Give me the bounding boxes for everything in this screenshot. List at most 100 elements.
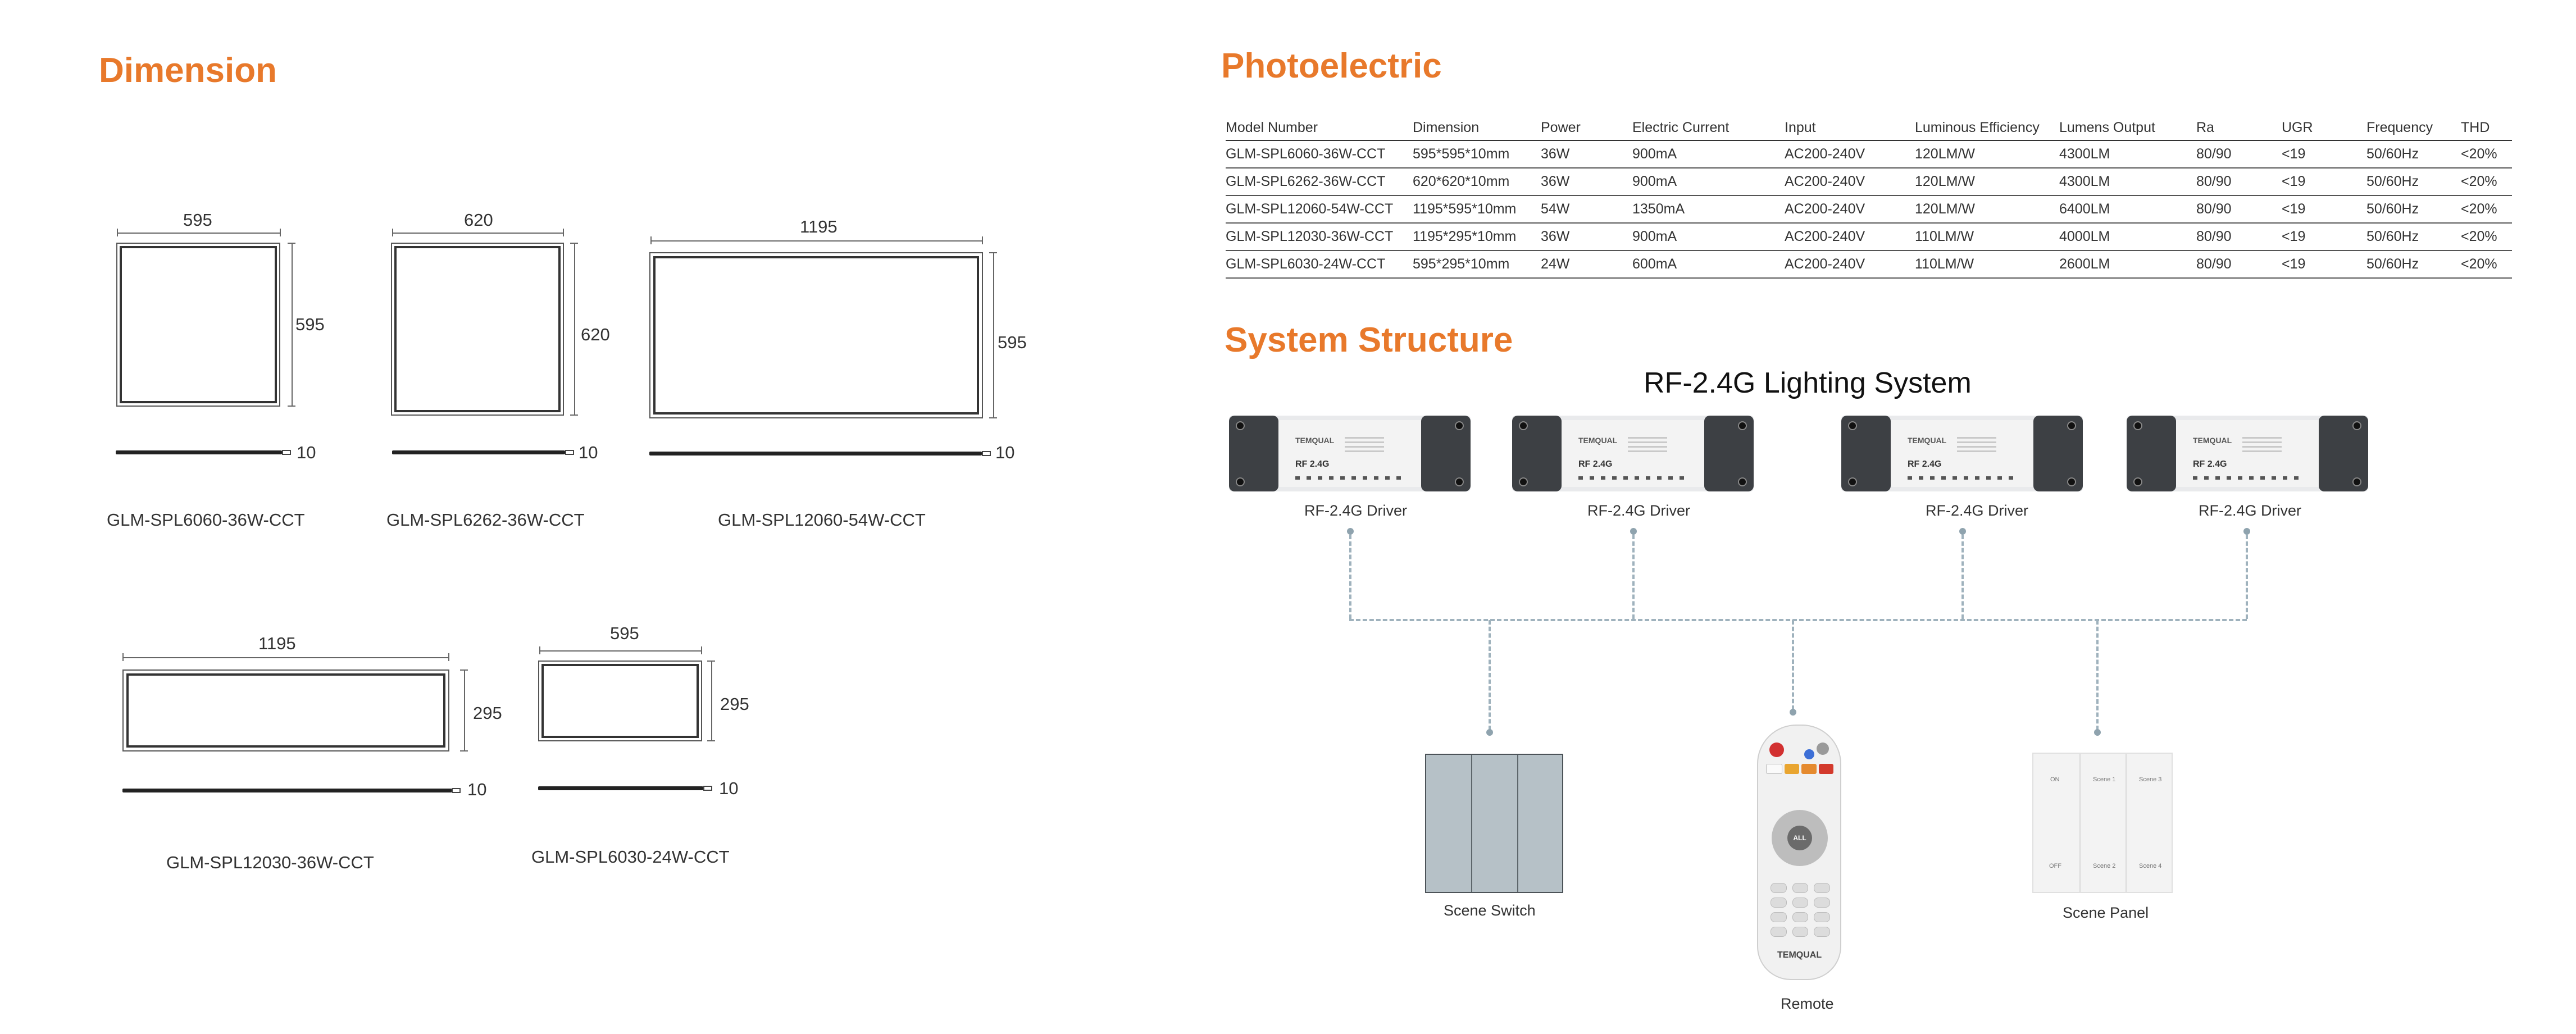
table-cell: 24W <box>1541 250 1632 279</box>
height-label: 595 <box>998 332 1027 352</box>
driver-rf-text: RF 2.4G <box>2193 459 2227 469</box>
scene-panel: ON Scene 1 Scene 3 OFF Scene 2 Scene 4 <box>2032 753 2173 893</box>
width-label: 1195 <box>258 634 296 653</box>
table-cell: 4300LM <box>2059 140 2196 168</box>
table-cell: GLM-SPL6030-24W-CCT <box>1226 250 1413 279</box>
table-header: Dimension <box>1413 115 1541 141</box>
driver-4: TEMQUAL RF 2.4G <box>2127 416 2368 491</box>
table-cell: 36W <box>1541 223 1632 251</box>
driver-rf-text: RF 2.4G <box>1908 459 1942 469</box>
height-label: 295 <box>473 703 502 723</box>
table-cell: AC200-240V <box>1785 195 1915 224</box>
table-header: Input <box>1785 115 1915 141</box>
model-label: GLM-SPL6030-24W-CCT <box>531 847 730 867</box>
table-cell: <19 <box>2282 250 2366 279</box>
width-label: 595 <box>610 623 639 643</box>
table-cell: <20% <box>2461 195 2512 224</box>
height-label: 595 <box>295 315 325 334</box>
panel-scene2-text: Scene 2 <box>2093 863 2116 869</box>
driver-brand: TEMQUAL <box>1578 436 1618 445</box>
model-label: GLM-SPL12060-54W-CCT <box>718 510 926 530</box>
driver-rf-text: RF 2.4G <box>1578 459 1613 469</box>
table-cell: 110LM/W <box>1915 223 2059 251</box>
height-label: 620 <box>581 325 610 344</box>
table-header: Frequency <box>2366 115 2461 141</box>
panel-off-text: OFF <box>2049 863 2061 869</box>
table-cell: 80/90 <box>2196 168 2282 196</box>
table-cell: 595*595*10mm <box>1413 140 1541 168</box>
table-cell: 80/90 <box>2196 195 2282 224</box>
power-icon <box>1769 743 1784 757</box>
table-cell: <19 <box>2282 223 2366 251</box>
panel-scene1-text: Scene 1 <box>2093 776 2116 783</box>
table-row: GLM-SPL12060-54W-CCT 1195*595*10mm 54W 1… <box>1226 195 2512 224</box>
driver-brand: TEMQUAL <box>1908 436 1947 445</box>
table-cell: 4300LM <box>2059 168 2196 196</box>
table-cell: 50/60Hz <box>2366 223 2461 251</box>
system-structure-title: System Structure <box>1225 321 1513 359</box>
model-label: GLM-SPL6060-36W-CCT <box>107 510 305 530</box>
number-keypad <box>1771 883 1830 937</box>
driver-label: RF-2.4G Driver <box>1926 502 2029 519</box>
table-cell: 1195*595*10mm <box>1413 195 1541 224</box>
driver-2: TEMQUAL RF 2.4G <box>1512 416 1754 491</box>
table-cell: 50/60Hz <box>2366 250 2461 279</box>
table-header: Model Number <box>1226 115 1413 141</box>
table-row: GLM-SPL6060-36W-CCT 595*595*10mm 36W 900… <box>1226 140 2512 168</box>
table-cell: 900mA <box>1632 168 1785 196</box>
photoelectric-title: Photoelectric <box>1221 47 1442 85</box>
remote-center-label: ALL <box>1787 826 1812 850</box>
table-cell: GLM-SPL6060-36W-CCT <box>1226 140 1413 168</box>
table-header: Luminous Efficiency <box>1915 115 2059 141</box>
width-label: 1195 <box>800 217 838 236</box>
table-cell: <20% <box>2461 223 2512 251</box>
driver-brand: TEMQUAL <box>1295 436 1335 445</box>
table-cell: 1195*295*10mm <box>1413 223 1541 251</box>
table-cell: 2600LM <box>2059 250 2196 279</box>
driver-label: RF-2.4G Driver <box>2199 502 2302 519</box>
direction-pad: ALL <box>1772 810 1828 866</box>
panel-scene4-text: Scene 4 <box>2139 863 2162 869</box>
table-cell: AC200-240V <box>1785 140 1915 168</box>
driver-3: TEMQUAL RF 2.4G <box>1841 416 2083 491</box>
panel-scene3-text: Scene 3 <box>2139 776 2162 783</box>
panel-on-text: ON <box>2050 776 2060 783</box>
dimension-title: Dimension <box>99 51 277 90</box>
table-cell: 50/60Hz <box>2366 140 2461 168</box>
width-label: 595 <box>183 210 212 230</box>
table-cell: 6400LM <box>2059 195 2196 224</box>
table-cell: <19 <box>2282 168 2366 196</box>
model-label: GLM-SPL6262-36W-CCT <box>386 510 585 530</box>
table-cell: 120LM/W <box>1915 195 2059 224</box>
table-row: GLM-SPL6262-36W-CCT 620*620*10mm 36W 900… <box>1226 168 2512 196</box>
table-cell: 80/90 <box>2196 140 2282 168</box>
driver-label: RF-2.4G Driver <box>1304 502 1408 519</box>
remote: ALL TEMQUAL <box>1757 725 1841 980</box>
table-cell: 54W <box>1541 195 1632 224</box>
remote-brand: TEMQUAL <box>1777 950 1822 960</box>
table-cell: <20% <box>2461 250 2512 279</box>
table-cell: 120LM/W <box>1915 168 2059 196</box>
driver-label: RF-2.4G Driver <box>1587 502 1691 519</box>
table-row: GLM-SPL6030-24W-CCT 595*295*10mm 24W 600… <box>1226 250 2512 279</box>
scene-switch-label: Scene Switch <box>1444 902 1536 919</box>
thickness-label: 10 <box>579 443 598 462</box>
table-header: Ra <box>2196 115 2282 141</box>
table-cell: 595*295*10mm <box>1413 250 1541 279</box>
photoelectric-table: Model Number Dimension Power Electric Cu… <box>1226 115 2512 279</box>
table-cell: 80/90 <box>2196 223 2282 251</box>
scene-switch <box>1425 754 1563 893</box>
table-cell: 36W <box>1541 140 1632 168</box>
model-label: GLM-SPL12030-36W-CCT <box>166 853 374 872</box>
table-cell: 50/60Hz <box>2366 168 2461 196</box>
thickness-label: 10 <box>995 443 1015 462</box>
table-cell: 50/60Hz <box>2366 195 2461 224</box>
table-row: GLM-SPL12030-36W-CCT 1195*295*10mm 36W 9… <box>1226 223 2512 251</box>
height-label: 295 <box>720 694 749 714</box>
table-cell: 80/90 <box>2196 250 2282 279</box>
table-cell: GLM-SPL6262-36W-CCT <box>1226 168 1413 196</box>
table-cell: 120LM/W <box>1915 140 2059 168</box>
table-header: Electric Current <box>1632 115 1785 141</box>
table-cell: 4000LM <box>2059 223 2196 251</box>
table-header: Power <box>1541 115 1632 141</box>
